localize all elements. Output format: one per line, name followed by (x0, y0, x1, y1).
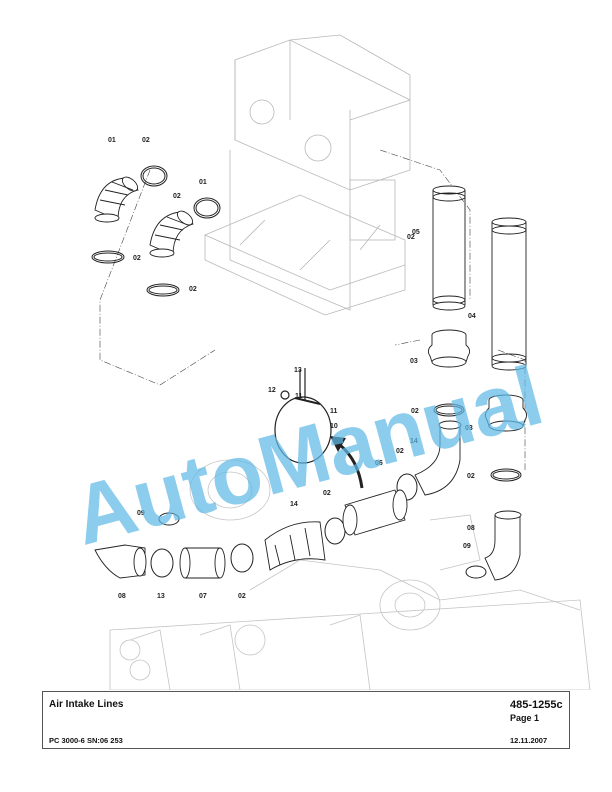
callout-label: 02 (238, 593, 246, 600)
engine-outline (109, 459, 591, 690)
callout-label: 06 (375, 460, 383, 467)
callout-label: 02 (173, 193, 181, 200)
callout-labels: 01 02 02 01 02 02 02 05 04 03 03 12 13 1… (108, 137, 476, 600)
adapter-03-left (427, 329, 471, 368)
callout-label: 02 (467, 473, 475, 480)
callout-label: 14 (290, 501, 298, 508)
hose-clamps (91, 165, 522, 579)
elbow-01-upper (94, 176, 139, 223)
callout-label: 08 (467, 525, 475, 532)
callout-label: 02 (133, 255, 141, 262)
title-block: Air Intake Lines 485-1255c Page 1 PC 300… (42, 691, 570, 749)
callout-label: 02 (142, 137, 150, 144)
machine-serial: PC 3000-6 SN:06 253 (49, 736, 123, 745)
callout-label: 11 (295, 393, 303, 400)
band-clamp-10 (274, 368, 332, 464)
drawing-date: 12.11.2007 (510, 736, 548, 745)
callout-label: 13 (294, 367, 302, 374)
callout-label: 01 (199, 179, 207, 186)
callout-label: 02 (411, 408, 419, 415)
callout-label: 11 (330, 408, 338, 415)
tube-05 (432, 185, 466, 311)
callout-label: 02 (189, 286, 197, 293)
lower-pipe-assembly (94, 420, 522, 581)
callout-label: 07 (199, 593, 207, 600)
callout-label: 12 (268, 387, 276, 394)
callout-label: 02 (323, 490, 331, 497)
callout-label: 14 (410, 438, 418, 445)
drawing-number: 485-1255c (510, 699, 563, 711)
callout-label: 04 (468, 313, 476, 320)
callout-label: 03 (465, 425, 473, 432)
adapter-03-right (484, 394, 528, 432)
callout-label: 09 (463, 543, 471, 550)
callout-label: 02 (407, 234, 415, 241)
callout-label: 05 (412, 229, 420, 236)
page-number: Page 1 (510, 713, 540, 723)
callout-label: 03 (410, 358, 418, 365)
elbow-01-lower (149, 210, 194, 258)
tube-04 (491, 217, 527, 371)
callout-label: 08 (118, 593, 126, 600)
assembly-arrow (330, 436, 364, 489)
drawing-title: Air Intake Lines (49, 699, 124, 710)
callout-label: 01 (108, 137, 116, 144)
air-filter-housing (203, 34, 411, 316)
callout-label: 13 (157, 593, 165, 600)
callout-label: 09 (137, 510, 145, 517)
callout-label: 02 (396, 448, 404, 455)
parts-diagram: 01 02 02 01 02 02 02 05 04 03 03 12 13 1… (63, 34, 591, 690)
callout-label: 10 (330, 423, 338, 430)
